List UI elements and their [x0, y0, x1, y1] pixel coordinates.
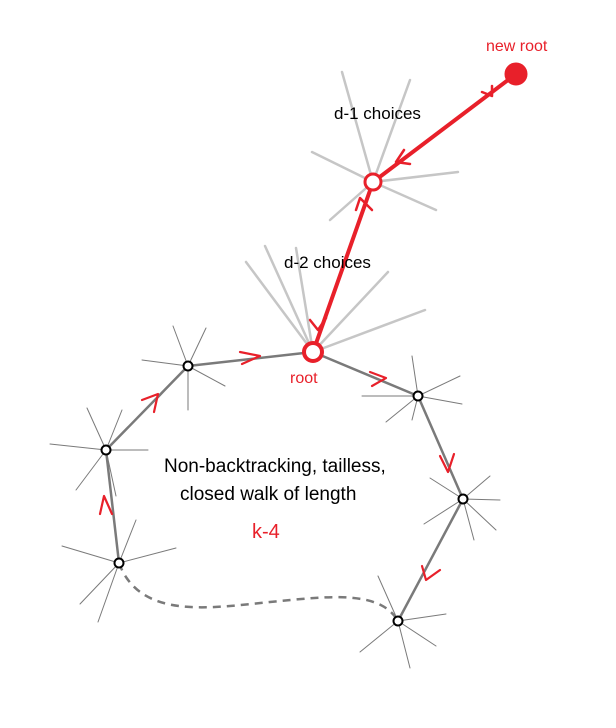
upper-vertex-spokes [310, 70, 460, 222]
root-label: root [290, 370, 318, 387]
new-root-label: new root [486, 38, 548, 55]
root-vertex [302, 341, 324, 363]
walk-arrowheads [98, 350, 456, 582]
new-root-vertex [504, 62, 528, 86]
root-spokes [244, 244, 427, 354]
upper-red-vertex [363, 172, 383, 192]
walk-edges [104, 350, 465, 623]
walk-description-line2: closed walk of length [180, 484, 357, 505]
walk-description-line1: Non-backtracking, tailless, [164, 456, 386, 477]
d2-choices-label: d-2 choices [284, 253, 371, 272]
walk-length-label: k-4 [252, 521, 280, 543]
d1-choices-label: d-1 choices [334, 104, 421, 123]
walk-vertices [100, 360, 469, 627]
walk-dashed-path [117, 562, 400, 622]
tail-arrowheads [308, 84, 494, 332]
